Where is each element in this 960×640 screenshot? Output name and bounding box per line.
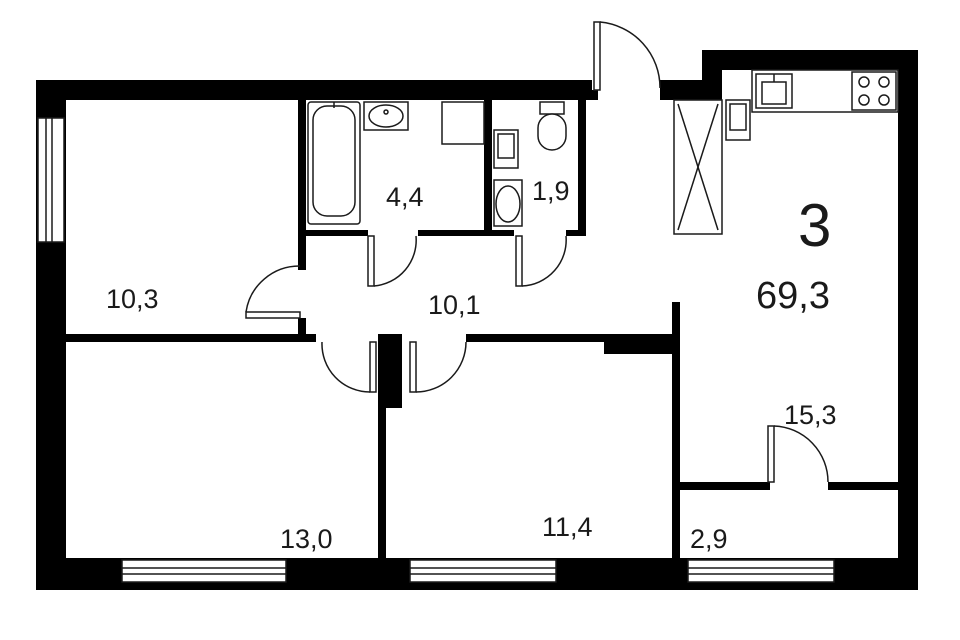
stove bbox=[851, 71, 897, 111]
interior-walls bbox=[66, 100, 898, 558]
washing-machine-spot bbox=[441, 101, 485, 145]
window-bottom-2 bbox=[409, 559, 557, 583]
door-balcony bbox=[767, 425, 829, 483]
door-bedroom-bottom-middle bbox=[409, 341, 467, 393]
room-area-hallway: 10,1 bbox=[428, 290, 481, 320]
ventilation-shaft bbox=[673, 99, 723, 235]
window-bottom-3 bbox=[687, 559, 835, 583]
toilet-tank-stool bbox=[493, 129, 519, 169]
room-area-balcony: 2,9 bbox=[690, 524, 728, 554]
room-area-bedroom-bottom-middle: 11,4 bbox=[542, 512, 593, 542]
room-area-bathroom: 4,4 bbox=[386, 182, 424, 212]
door-bedroom-top-left bbox=[245, 265, 301, 319]
room-area-bedroom-top-left: 10,3 bbox=[106, 284, 159, 314]
room-area-bedroom-bottom-left: 13,0 bbox=[280, 524, 333, 554]
bathroom-sink bbox=[363, 101, 409, 131]
kitchen-boiler bbox=[725, 99, 751, 141]
toilet-bowl bbox=[537, 101, 567, 151]
room-labels: 3 69,3 10,3 4,4 1,9 10,1 15,3 13,0 11,4 … bbox=[106, 176, 837, 554]
door-bedroom-bottom-left bbox=[321, 341, 377, 393]
entrance-door bbox=[593, 21, 661, 91]
door-bathroom bbox=[367, 235, 417, 287]
window-left bbox=[37, 117, 65, 243]
toilet-sink bbox=[493, 179, 523, 227]
doors bbox=[245, 21, 829, 483]
door-toilet bbox=[515, 235, 567, 287]
bathtub bbox=[307, 101, 361, 225]
room-area-kitchen-living: 15,3 bbox=[784, 400, 837, 430]
room-count: 3 bbox=[798, 192, 831, 259]
window-bottom-1 bbox=[121, 559, 287, 583]
windows bbox=[37, 117, 835, 583]
fixtures bbox=[307, 69, 899, 235]
total-area: 69,3 bbox=[756, 275, 830, 317]
room-area-toilet: 1,9 bbox=[532, 176, 570, 206]
kitchen-sink bbox=[755, 73, 793, 109]
